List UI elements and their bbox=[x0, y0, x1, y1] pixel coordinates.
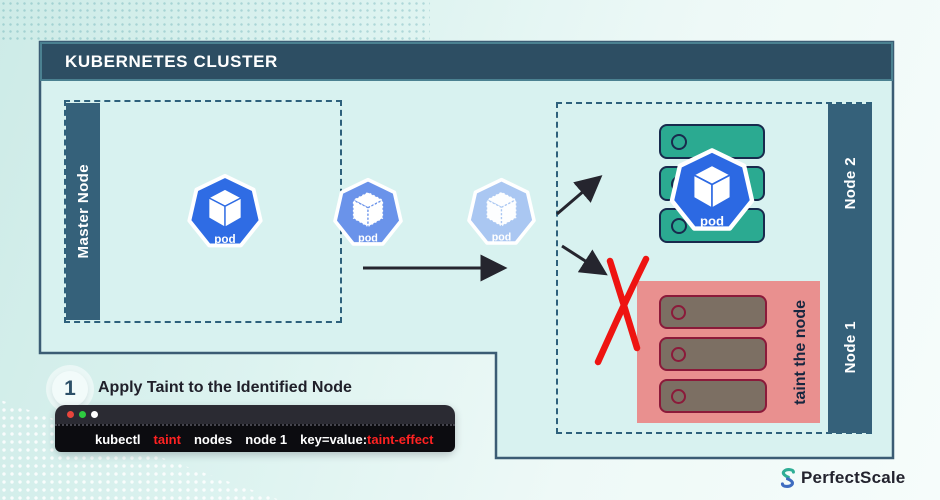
node1-server bbox=[659, 337, 767, 371]
master-node-sidebar: Master Node bbox=[66, 103, 100, 320]
brand-logo: PerfectScale bbox=[779, 467, 905, 489]
node1-server bbox=[659, 379, 767, 413]
server-led-icon bbox=[671, 346, 686, 362]
server-led-icon bbox=[671, 217, 687, 234]
halftone-pattern-top-left bbox=[0, 0, 430, 40]
step-number: 1 bbox=[64, 377, 76, 400]
node2-label-zone: Node 2 bbox=[828, 104, 872, 262]
step-number-badge: 1 bbox=[52, 371, 88, 407]
cmd-keyvalue: key=value: bbox=[300, 431, 368, 447]
node1-server bbox=[659, 295, 767, 329]
cmd-taint: taint bbox=[153, 431, 181, 447]
pod-icon-faded: pod bbox=[466, 176, 537, 255]
pod-label: pod bbox=[214, 233, 235, 246]
cluster-title: KUBERNETES CLUSTER bbox=[65, 51, 278, 71]
terminal-command-line: kubectl taint nodes node 1 key=value: ta… bbox=[55, 424, 455, 452]
pod-icon-fading: pod bbox=[332, 176, 404, 256]
cmd-nodes: nodes bbox=[193, 431, 233, 447]
taint-the-node-label: taint the node bbox=[792, 299, 809, 405]
cmd-kubectl: kubectl bbox=[95, 431, 141, 447]
node2-label: Node 2 bbox=[841, 156, 859, 210]
master-node-label: Master Node bbox=[74, 164, 92, 259]
nodes-sidebar: Node 2 Node 1 bbox=[828, 104, 872, 433]
minimize-icon bbox=[79, 411, 86, 418]
pod-label: pod bbox=[358, 233, 378, 245]
pod-label: pod bbox=[492, 232, 512, 244]
maximize-icon bbox=[91, 411, 98, 418]
cmd-taint-effect: taint-effect bbox=[367, 431, 434, 447]
node1-label: Node 1 bbox=[841, 321, 859, 374]
terminal-window: kubectl taint nodes node 1 key=value: ta… bbox=[55, 405, 455, 452]
pod-icon: pod bbox=[186, 172, 264, 258]
step-title: Apply Taint to the Identified Node bbox=[98, 379, 352, 396]
pod-icon-scheduled: pod bbox=[668, 146, 756, 242]
cmd-node1: node 1 bbox=[245, 431, 288, 447]
close-icon bbox=[67, 411, 74, 418]
perfectscale-icon bbox=[780, 468, 795, 488]
server-led-icon bbox=[671, 388, 686, 404]
node1-label-zone: Node 1 bbox=[828, 262, 872, 433]
terminal-titlebar bbox=[55, 405, 455, 424]
server-led-icon bbox=[671, 133, 687, 150]
server-led-icon bbox=[671, 304, 686, 320]
pod-label: pod bbox=[700, 214, 724, 229]
brand-name: PerfectScale bbox=[801, 468, 906, 487]
cluster-header: KUBERNETES CLUSTER bbox=[40, 42, 893, 81]
